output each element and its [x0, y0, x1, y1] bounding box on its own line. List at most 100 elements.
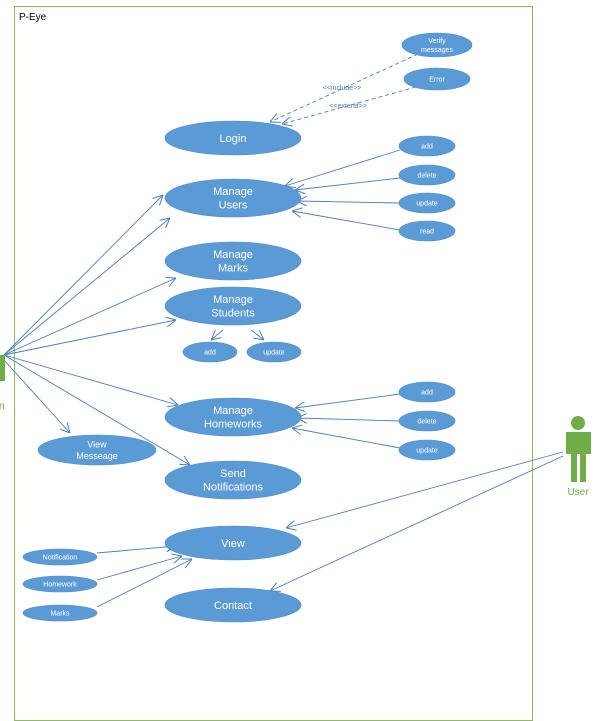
- view-notification-line: [96, 546, 176, 554]
- use-case-label: Manage: [213, 249, 253, 261]
- use-case-ellipse: [22, 575, 98, 593]
- use-case-ellipse: [401, 32, 473, 58]
- use-case-hw-add[interactable]: add: [398, 381, 456, 403]
- use-case-label: update: [416, 200, 438, 207]
- view-homework-line: [96, 556, 182, 581]
- use-case-view[interactable]: View: [164, 525, 302, 561]
- use-case-users-delete[interactable]: delete: [398, 164, 456, 186]
- use-case-ellipse: [246, 341, 302, 363]
- association-lines: [3, 53, 564, 608]
- use-case-label: Notifications: [203, 482, 263, 494]
- use-case-ellipse: [164, 286, 302, 326]
- view-marks-line: [96, 559, 192, 608]
- use-case-label: Marks: [218, 263, 248, 275]
- include-label: <<include>>: [323, 85, 362, 92]
- use-case-label: Homework: [43, 581, 77, 588]
- use-case-label: Verify: [428, 38, 446, 45]
- use-case-label: add: [204, 349, 216, 356]
- use-case-ellipse: [398, 220, 456, 242]
- extend-label: <<extend>>: [329, 103, 366, 110]
- use-case-label: Login: [220, 133, 247, 145]
- use-case-users-add[interactable]: add: [398, 135, 456, 157]
- user-contact-line: [270, 455, 564, 591]
- use-case-ellipse: [403, 67, 471, 91]
- use-case-ellipse: [398, 381, 456, 403]
- use-case-ellipse: [164, 525, 302, 561]
- use-case-ellipse: [22, 548, 98, 566]
- assoc-left-login: [3, 195, 163, 356]
- use-case-label: Manage: [213, 294, 253, 306]
- assoc-left-view-message: [3, 359, 70, 433]
- assoc-left-manage-users: [3, 218, 170, 356]
- actor-body: [566, 432, 591, 454]
- use-case-users-update[interactable]: update: [398, 192, 456, 214]
- use-case-students-update[interactable]: update: [246, 341, 302, 363]
- extend-line: [282, 86, 417, 124]
- use-case-label: Contact: [214, 600, 252, 612]
- use-case-error[interactable]: Error: [403, 67, 471, 91]
- use-case-label: View: [221, 538, 245, 550]
- use-case-label: Users: [219, 200, 248, 212]
- use-case-students-add[interactable]: add: [182, 341, 238, 363]
- users-read-line: [292, 211, 401, 231]
- user-actor-label: User: [567, 487, 589, 498]
- assoc-left-manage-homeworks: [3, 354, 178, 405]
- use-case-label: messages: [421, 47, 453, 54]
- use-case-marks[interactable]: Marks: [22, 604, 98, 622]
- assoc-left-send-notifications: [3, 354, 190, 465]
- use-case-hw-update[interactable]: update: [398, 439, 456, 461]
- use-case-ellipse: [164, 120, 302, 156]
- left-actor-label: n: [0, 401, 5, 412]
- use-case-label: Students: [211, 308, 255, 320]
- use-case-label: add: [421, 143, 433, 150]
- assoc-left-manage-students: [3, 320, 176, 356]
- use-case-label: Manage: [213, 186, 253, 198]
- use-case-label: Send: [220, 468, 246, 480]
- students-add-line: [211, 329, 224, 340]
- use-case-ellipse: [398, 192, 456, 214]
- use-case-ellipse: [398, 135, 456, 157]
- use-case-label: add: [421, 389, 433, 396]
- include-line: [270, 53, 419, 122]
- left-actor[interactable]: n: [0, 355, 5, 412]
- use-case-label: Homeworks: [204, 419, 263, 431]
- use-case-ellipse: [398, 439, 456, 461]
- use-case-ellipse: [164, 241, 302, 281]
- use-case-label: update: [263, 349, 285, 356]
- students-update-line: [250, 329, 264, 340]
- users-update-line: [297, 201, 401, 203]
- use-case-label: Error: [429, 76, 445, 83]
- hw-add-line: [295, 393, 401, 408]
- use-case-homework[interactable]: Homework: [22, 575, 98, 593]
- use-case-login[interactable]: Login: [164, 120, 302, 156]
- use-case-label: read: [420, 228, 434, 235]
- use-case-label: delete: [417, 172, 436, 179]
- use-cases: VerifymessagesErrorLoginManageUsersaddde…: [22, 32, 473, 623]
- left-actor-body: [0, 355, 5, 381]
- actor-left-leg: [571, 452, 577, 482]
- use-case-label: View: [87, 440, 107, 450]
- use-case-ellipse: [164, 460, 302, 500]
- use-case-ellipse: [164, 178, 302, 218]
- use-case-hw-delete[interactable]: delete: [398, 410, 456, 432]
- use-case-notification[interactable]: Notification: [22, 548, 98, 566]
- user-view-line: [286, 451, 564, 528]
- use-case-verify[interactable]: Verify messages: [401, 32, 473, 58]
- use-case-label: Manage: [213, 405, 253, 417]
- system-title: P-Eye: [19, 12, 47, 23]
- use-case-users-read[interactable]: read: [398, 220, 456, 242]
- use-case-ellipse: [398, 410, 456, 432]
- user-actor[interactable]: User: [566, 416, 591, 498]
- use-case-contact[interactable]: Contact: [164, 587, 302, 623]
- hw-delete-line: [297, 418, 401, 421]
- users-add-line: [285, 149, 401, 186]
- use-case-label: update: [416, 447, 438, 454]
- users-delete-line: [295, 177, 401, 190]
